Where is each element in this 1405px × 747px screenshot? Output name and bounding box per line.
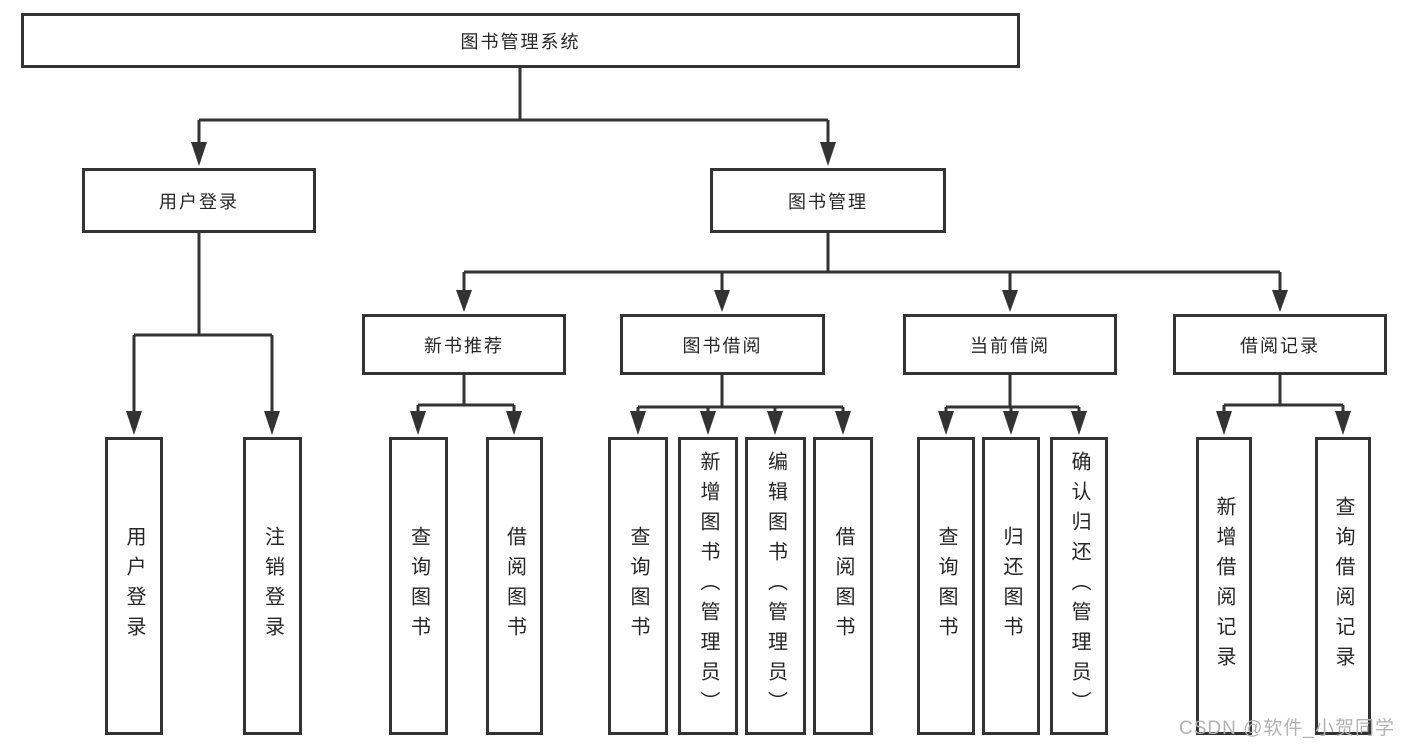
leaf-query-books-recommend-label: 查询图书 [407, 526, 430, 646]
node-user-login: 用户登录 [82, 168, 316, 233]
leaf-borrow-books-label: 借阅图书 [832, 526, 854, 646]
leaf-user-login: 用户登录 [105, 437, 163, 735]
node-borrow-records-label: 借阅记录 [1240, 335, 1320, 356]
leaf-logout-label: 注销登录 [261, 526, 284, 646]
leaf-query-borrow-record-label: 查询借阅记录 [1332, 496, 1354, 676]
watermark: CSDN @软件_小贺同学 [1179, 718, 1395, 739]
leaf-add-books-admin: 新增图书（管理员） [678, 437, 738, 735]
node-book-management-label: 图书管理 [788, 191, 868, 212]
leaf-logout: 注销登录 [243, 437, 302, 735]
node-user-login-label: 用户登录 [159, 191, 239, 212]
leaf-add-borrow-record-label: 新增借阅记录 [1213, 496, 1235, 676]
node-book-management: 图书管理 [710, 168, 946, 233]
leaf-add-borrow-record: 新增借阅记录 [1196, 437, 1252, 735]
leaf-borrow-books-recommend-label: 借阅图书 [503, 526, 526, 646]
node-root-label: 图书管理系统 [460, 31, 581, 52]
leaf-query-books-recommend: 查询图书 [389, 437, 448, 735]
node-book-borrowing-label: 图书借阅 [682, 335, 763, 356]
leaf-edit-books-admin: 编辑图书（管理员） [745, 437, 806, 735]
leaf-user-login-label: 用户登录 [123, 526, 145, 646]
leaf-query-books-current-label: 查询图书 [935, 526, 957, 646]
leaf-query-borrow-record: 查询借阅记录 [1315, 437, 1371, 735]
node-book-borrowing: 图书借阅 [620, 314, 825, 375]
node-new-book-recommend-label: 新书推荐 [424, 335, 504, 356]
leaf-confirm-return-admin-label: 确认归还（管理员） [1068, 451, 1090, 721]
leaf-return-books-label: 归还图书 [1000, 526, 1022, 646]
leaf-borrow-books: 借阅图书 [813, 437, 873, 735]
node-current-borrowing: 当前借阅 [903, 314, 1117, 375]
node-borrow-records: 借阅记录 [1173, 314, 1387, 375]
leaf-query-books-borrowing-label: 查询图书 [627, 526, 649, 646]
node-root: 图书管理系统 [21, 13, 1020, 68]
leaf-query-books-current: 查询图书 [917, 437, 975, 735]
leaf-add-books-admin-label: 新增图书（管理员） [697, 451, 719, 721]
leaf-confirm-return-admin: 确认归还（管理员） [1050, 437, 1108, 735]
leaf-edit-books-admin-label: 编辑图书（管理员） [764, 451, 787, 721]
leaf-query-books-borrowing: 查询图书 [608, 437, 668, 735]
leaf-return-books: 归还图书 [982, 437, 1040, 735]
node-current-borrowing-label: 当前借阅 [970, 335, 1050, 356]
node-new-book-recommend: 新书推荐 [362, 314, 566, 375]
leaf-borrow-books-recommend: 借阅图书 [486, 437, 543, 735]
